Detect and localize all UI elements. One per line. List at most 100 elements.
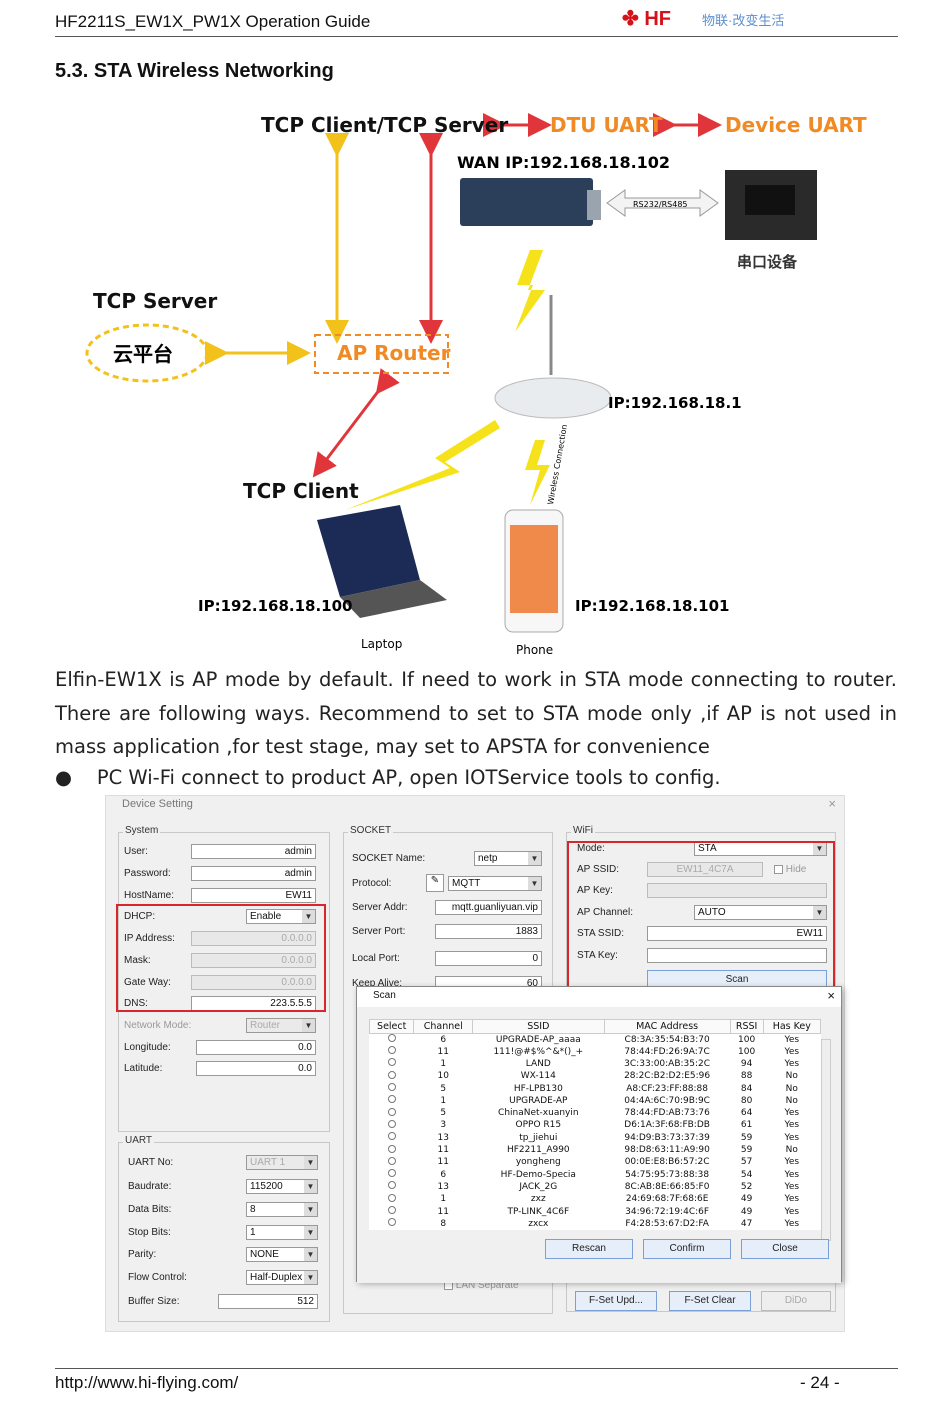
select-radio[interactable] bbox=[387, 1095, 396, 1104]
column-header[interactable]: MAC Address bbox=[603, 1019, 731, 1034]
select-radio[interactable] bbox=[387, 1083, 396, 1092]
hide-checkbox[interactable]: Hide bbox=[774, 862, 806, 878]
baudrate-select[interactable]: 115200 bbox=[246, 1179, 318, 1194]
password-field[interactable]: admin bbox=[191, 866, 316, 881]
table-cell: LAND bbox=[525, 1058, 551, 1069]
table-cell: 11 bbox=[437, 1206, 449, 1217]
latitude-field[interactable]: 0.0 bbox=[196, 1061, 316, 1076]
select-radio[interactable] bbox=[387, 1156, 396, 1165]
longitude-field[interactable]: 0.0 bbox=[196, 1040, 316, 1055]
device-uart-label: Device UART bbox=[725, 113, 867, 137]
table-cell: A8:CF:23:FF:88:88 bbox=[626, 1083, 709, 1094]
column-header[interactable]: RSSI bbox=[729, 1019, 764, 1034]
select-radio[interactable] bbox=[387, 1034, 396, 1042]
footer-url[interactable]: http://www.hi-flying.com/ bbox=[55, 1373, 239, 1392]
baudrate-label: Baudrate: bbox=[128, 1181, 172, 1192]
select-radio[interactable] bbox=[387, 1058, 396, 1067]
section-title: 5.3. STA Wireless Networking bbox=[55, 60, 334, 82]
select-radio[interactable] bbox=[387, 1206, 396, 1214]
gateway-field[interactable]: 0.0.0.0 bbox=[191, 975, 316, 990]
scrollbar[interactable] bbox=[821, 1039, 831, 1241]
rescan-button[interactable]: Rescan bbox=[545, 1239, 633, 1259]
footer-divider bbox=[55, 1368, 898, 1369]
network-mode-select[interactable]: Router bbox=[246, 1018, 316, 1033]
edit-icon[interactable]: ✎ bbox=[426, 874, 444, 892]
local-port-field[interactable]: 0 bbox=[435, 951, 542, 966]
device-setting-dialog: Device Setting × System User: admin Pass… bbox=[105, 795, 845, 1332]
close-icon[interactable]: × bbox=[828, 796, 836, 811]
router-ip-label: IP:192.168.18.1 bbox=[608, 394, 742, 412]
server-port-field[interactable]: 1883 bbox=[435, 924, 542, 939]
select-radio[interactable] bbox=[387, 1218, 396, 1227]
select-radio[interactable] bbox=[387, 1193, 396, 1202]
ap-ssid-field[interactable]: EW11_4C7A bbox=[647, 862, 763, 877]
dhcp-highlight-box bbox=[116, 904, 326, 1012]
column-header[interactable]: SSID bbox=[472, 1019, 605, 1034]
socket-name-select[interactable]: netp bbox=[474, 851, 542, 866]
confirm-button[interactable]: Confirm bbox=[643, 1239, 731, 1259]
stop-bits-select[interactable]: 1 bbox=[246, 1225, 318, 1240]
uart-no-select[interactable]: UART 1 bbox=[246, 1155, 318, 1170]
table-cell: C8:3A:35:54:B3:70 bbox=[624, 1034, 710, 1045]
network-mode-label: Network Mode: bbox=[124, 1020, 192, 1031]
ip-field[interactable]: 0.0.0.0 bbox=[191, 931, 316, 946]
ap-key-label: AP Key: bbox=[577, 885, 613, 896]
parity-select[interactable]: NONE bbox=[246, 1247, 318, 1262]
column-header[interactable]: Channel bbox=[413, 1019, 474, 1034]
select-radio[interactable] bbox=[387, 1181, 396, 1190]
protocol-select[interactable]: MQTT bbox=[448, 876, 542, 891]
ap-key-field[interactable] bbox=[647, 883, 827, 898]
server-addr-field[interactable]: mqtt.guanliyuan.vip bbox=[435, 900, 542, 915]
select-radio[interactable] bbox=[387, 1119, 396, 1128]
network-diagram: TCP Client/TCP Server DTU UART Device UA… bbox=[85, 113, 867, 657]
select-radio[interactable] bbox=[387, 1132, 396, 1141]
table-cell: Yes bbox=[784, 1194, 800, 1205]
table-cell: 52 bbox=[740, 1181, 753, 1192]
column-header[interactable]: Select bbox=[368, 1019, 415, 1034]
dido-button[interactable]: DiDo bbox=[761, 1291, 831, 1311]
user-field[interactable]: admin bbox=[191, 844, 316, 859]
select-radio[interactable] bbox=[387, 1070, 396, 1079]
close-icon[interactable]: × bbox=[827, 988, 835, 1003]
select-radio[interactable] bbox=[387, 1169, 396, 1178]
buffer-size-field[interactable]: 512 bbox=[218, 1294, 318, 1309]
select-radio[interactable] bbox=[387, 1107, 396, 1116]
select-radio[interactable] bbox=[387, 1144, 396, 1153]
flow-control-select[interactable]: Half-Duplex bbox=[246, 1270, 318, 1285]
table-cell: 1 bbox=[440, 1095, 447, 1106]
select-radio[interactable] bbox=[387, 1046, 396, 1055]
table-cell: 8 bbox=[440, 1218, 447, 1229]
sta-ssid-field[interactable]: EW11 bbox=[647, 926, 827, 941]
column-header[interactable]: Has Key bbox=[762, 1019, 822, 1034]
data-bits-select[interactable]: 8 bbox=[246, 1202, 318, 1217]
dhcp-select[interactable]: Enable bbox=[246, 909, 316, 924]
table-cell: 11 bbox=[437, 1145, 449, 1156]
close-button[interactable]: Close bbox=[741, 1239, 829, 1259]
fset-update-button[interactable]: F-Set Upd... bbox=[575, 1291, 657, 1311]
ap-channel-select[interactable]: AUTO bbox=[694, 905, 827, 920]
table-cell: 78:44:FD:AB:73:76 bbox=[624, 1108, 710, 1119]
fset-clear-button[interactable]: F-Set Clear bbox=[669, 1291, 751, 1311]
hostname-field[interactable]: EW11 bbox=[191, 888, 316, 903]
mask-field[interactable]: 0.0.0.0 bbox=[191, 953, 316, 968]
table-cell: 5 bbox=[440, 1083, 447, 1094]
sta-key-field[interactable] bbox=[647, 948, 827, 963]
